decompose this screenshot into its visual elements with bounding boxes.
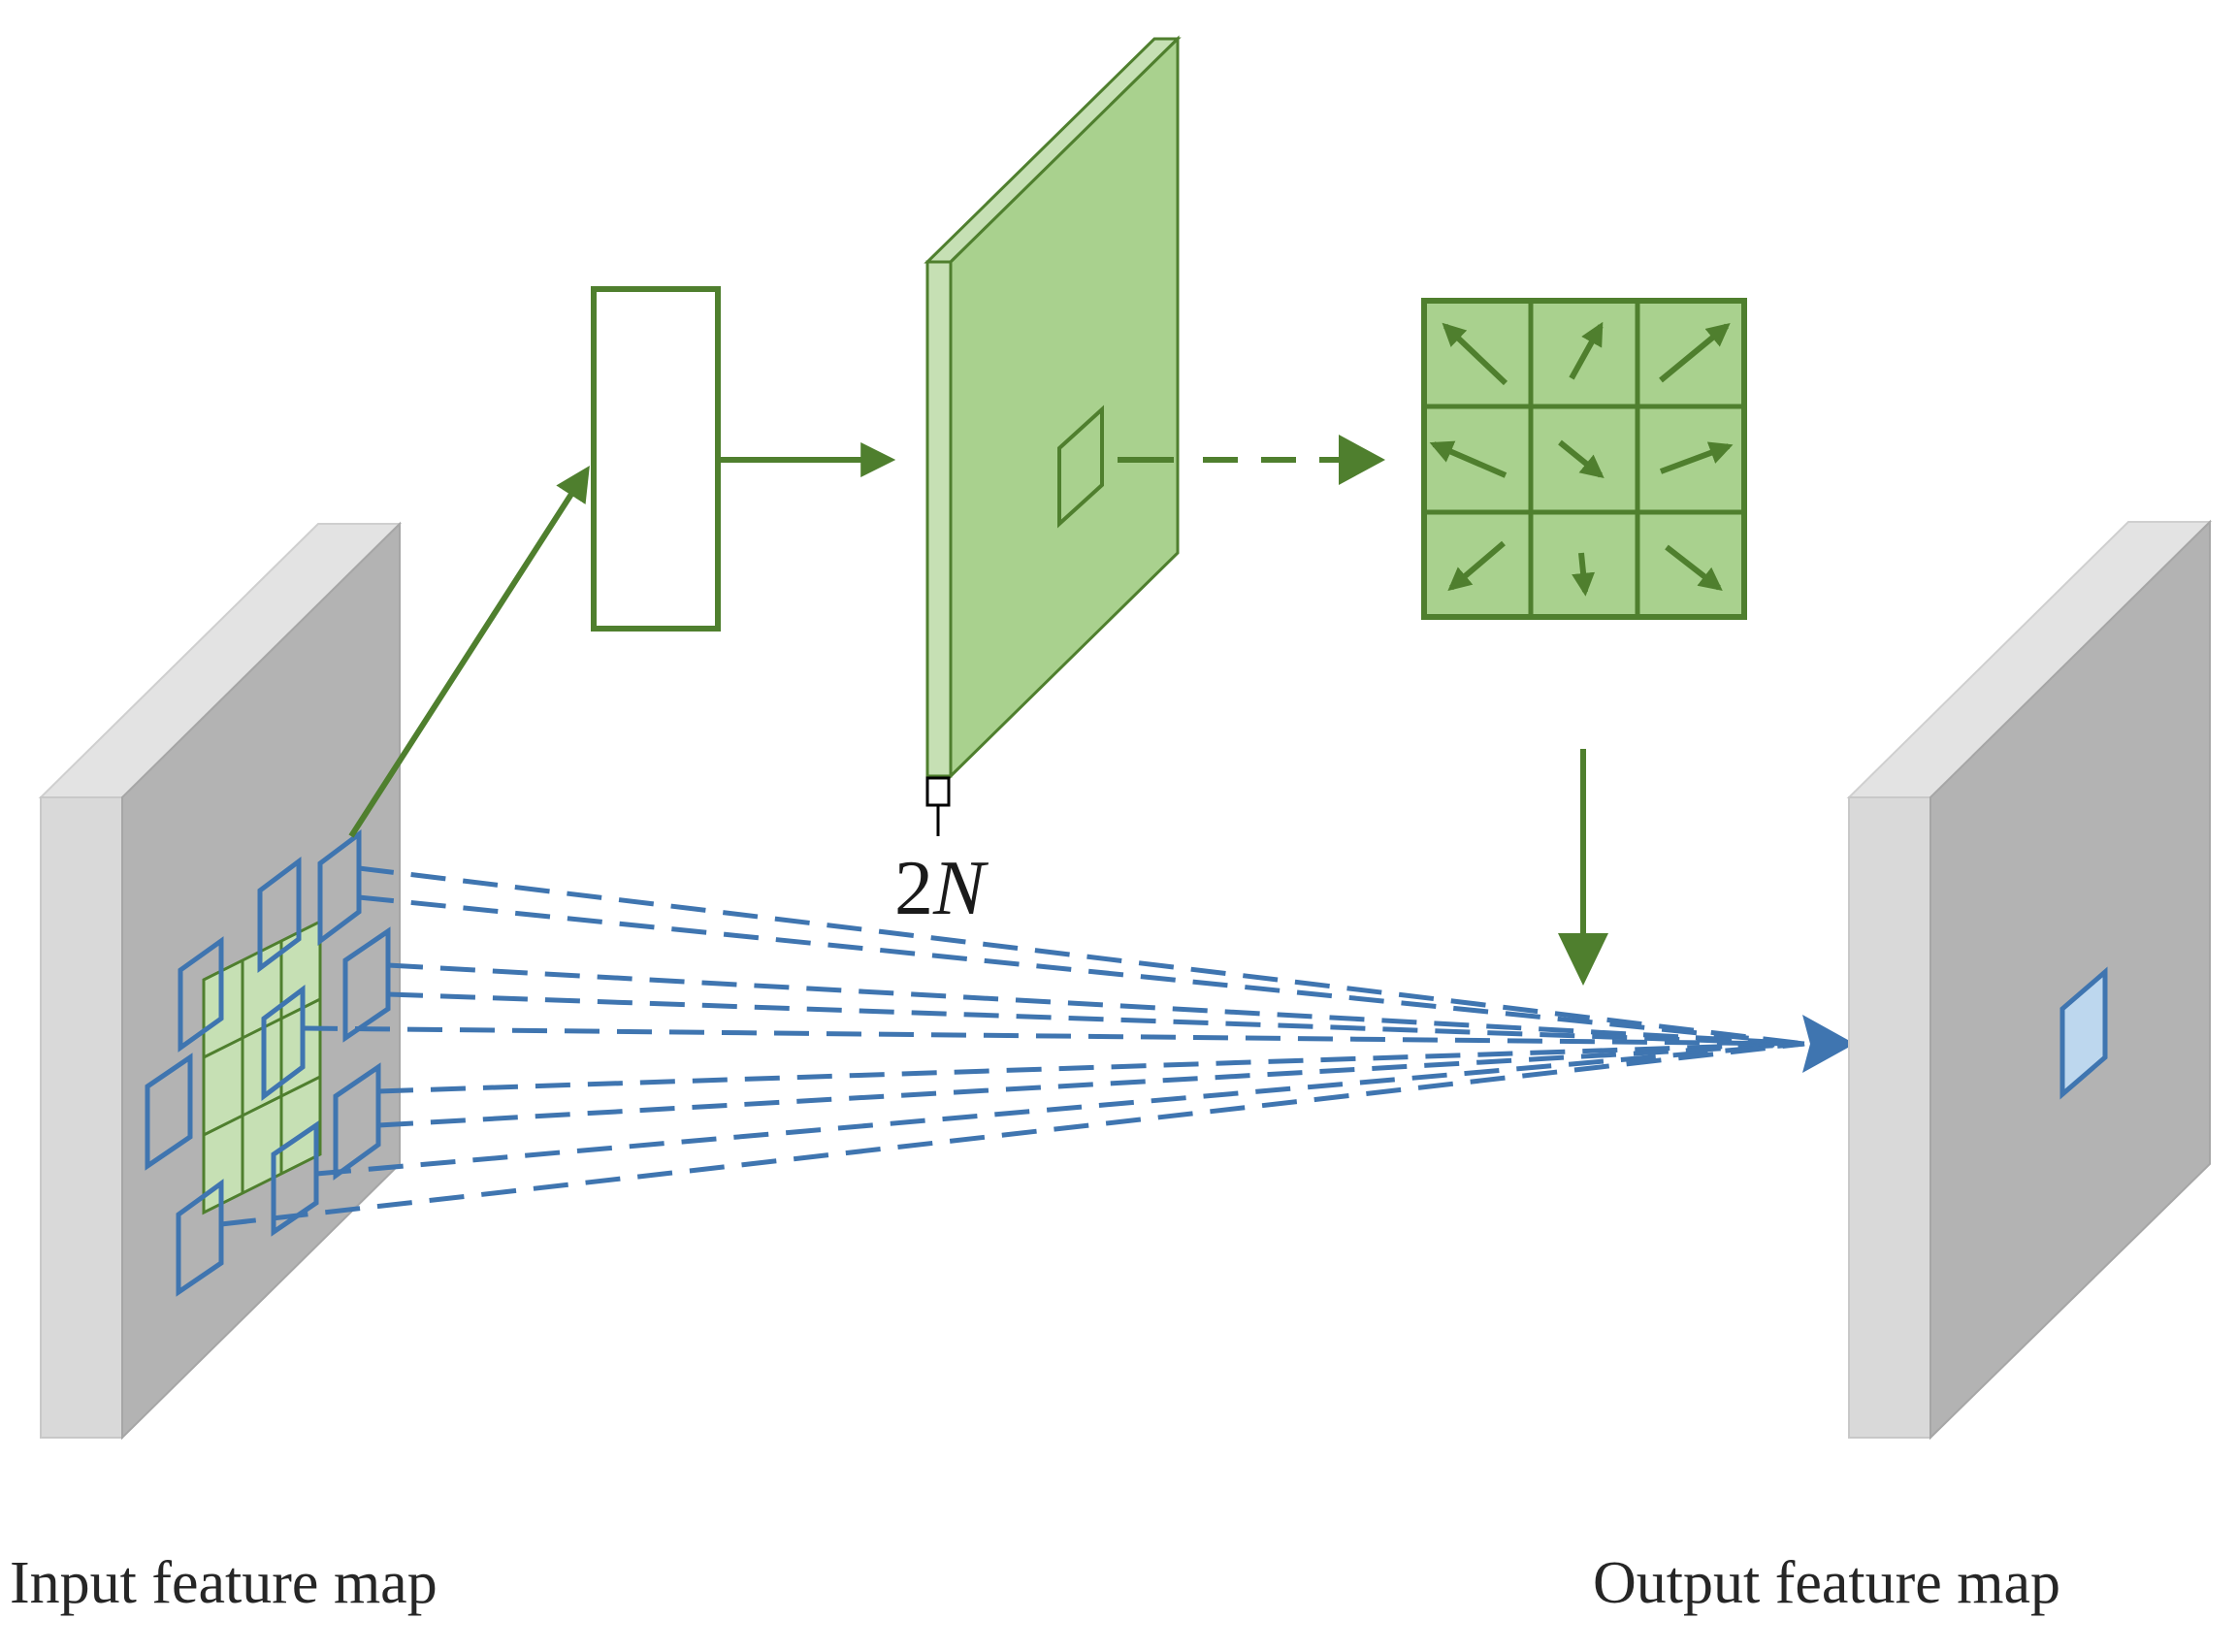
sampling-point (317, 829, 362, 946)
channel-dimension-label: 2N (894, 846, 989, 931)
output-feature-map-caption: Output feature map (1593, 1550, 2060, 1616)
offset-arrow-down-left-icon (1447, 540, 1506, 592)
input-to-conv-arrow (348, 465, 590, 838)
output-feature-map (1846, 519, 2213, 1441)
input-feature-map-caption: Input feature map (10, 1550, 438, 1616)
offset-field (924, 35, 1182, 780)
sampling-point (178, 936, 224, 1053)
output-sample-point (2059, 966, 2108, 1100)
sampling-point (271, 1120, 319, 1237)
channel-dimension: 2N (894, 776, 989, 931)
offset-field-front-face (949, 35, 1180, 780)
projection-arrowhead (1802, 1015, 1855, 1073)
sampling-point (342, 926, 391, 1043)
offsets-to-sampling-arrowhead (1558, 933, 1608, 986)
offsets-grid (1421, 298, 1747, 620)
offset-field-to-offsets-arrow (1118, 435, 1385, 485)
offset-arrow-down-right-icon (1558, 439, 1605, 479)
sampling-point (145, 1053, 193, 1171)
output-map-side-face (1848, 796, 1931, 1439)
offset-arrow-up-right-icon (1569, 321, 1604, 380)
offset-arrow-up-right-icon (1659, 441, 1734, 474)
offset-arrow-up-right-icon (1659, 322, 1731, 383)
sampling-point (261, 985, 306, 1101)
projection-lines (220, 865, 1805, 1227)
sampling-point (333, 1062, 381, 1181)
offset-field-sample-point (1057, 405, 1104, 529)
offset-arrow-up-left-icon (1442, 322, 1508, 386)
conv-layer-box (591, 286, 721, 632)
offset-arrow-up-left-icon (1429, 440, 1508, 478)
offset-arrow-down-icon (1572, 552, 1596, 597)
output-map-front-face (1929, 519, 2211, 1441)
deformed-sampling-points (145, 829, 391, 1297)
offset-arrow-down-right-icon (1665, 544, 1723, 591)
input-map-side-face (40, 796, 123, 1439)
sampling-point (176, 1179, 224, 1297)
offset-field-side-face (925, 260, 953, 778)
sampling-point (257, 857, 302, 973)
